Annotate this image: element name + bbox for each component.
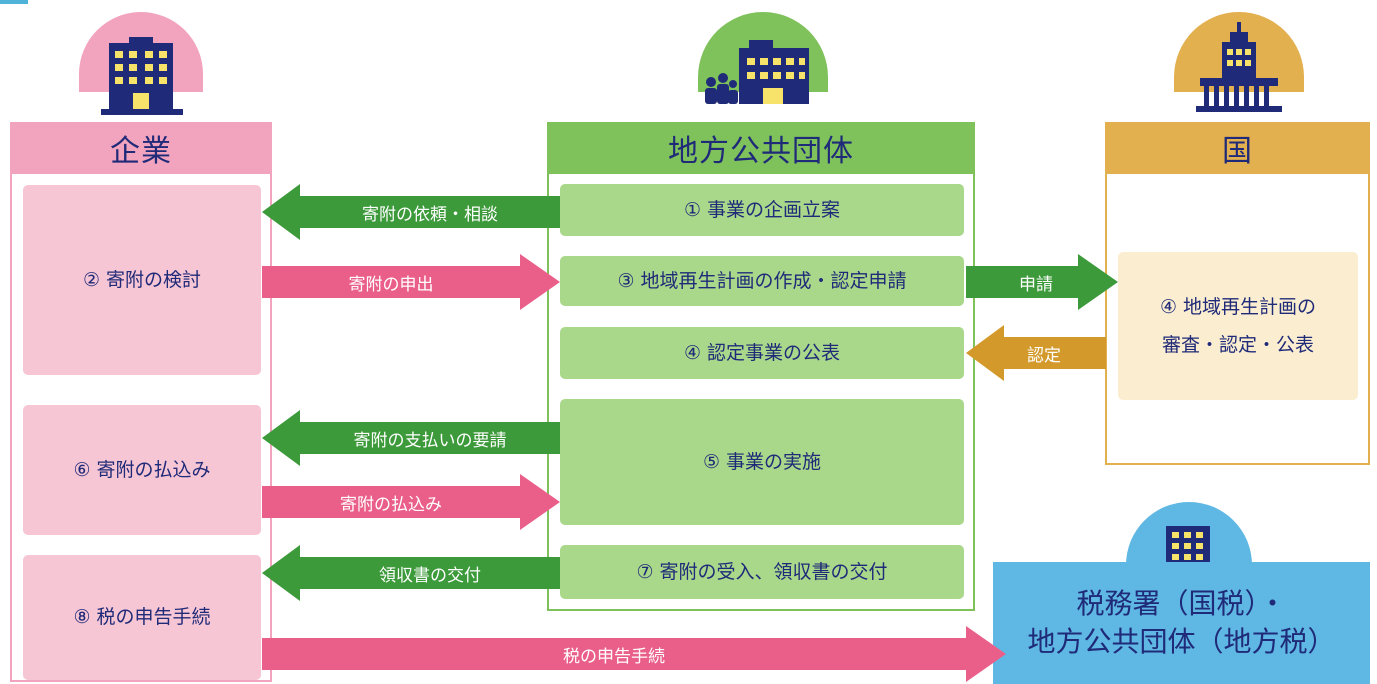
town-hall-with-people-icon [705, 40, 809, 104]
company-step-consider: ② 寄附の検討 [23, 185, 261, 375]
company-step-tax-filing: ⑧ 税の申告手続 [23, 555, 261, 680]
office-building-icon [101, 37, 183, 115]
local-step-receipt: ⑦ 寄附の受入、領収書の交付 [560, 545, 964, 599]
arrow-label-receipt: 領収書の交付 [379, 565, 481, 586]
nation-title: 国 [1105, 122, 1370, 174]
arrow-receipt [262, 545, 560, 601]
arrow-label-apply: 申請 [1019, 274, 1053, 295]
arrow-label-payment: 寄附の払込み [340, 494, 442, 515]
tax-office-box: 税務署（国税）・ 地方公共団体（地方税） [993, 562, 1370, 684]
nation-step-line2: 審査・認定・公表 [1161, 334, 1314, 356]
arrow-payment [262, 474, 560, 530]
arrow-payment-request [262, 410, 560, 466]
arrow-approve [966, 325, 1106, 381]
local-step-implementation: ⑤ 事業の実施 [560, 399, 964, 525]
local-step-publish: ④ 認定事業の公表 [560, 327, 964, 379]
local-title: 地方公共団体 [547, 122, 975, 174]
local-column [547, 174, 975, 611]
arrow-label-offer: 寄附の申出 [348, 274, 434, 295]
nation-step-review: ④ 地域再生計画の 審査・認定・公表 [1118, 252, 1358, 400]
arrow-label-request-consult: 寄附の依頼・相談 [362, 204, 498, 225]
tax-office-line2: 地方公共団体（地方税） [1027, 625, 1336, 658]
company-column [10, 174, 272, 682]
arrow-label-approve: 認定 [1027, 345, 1061, 366]
arrow-label-payment-request: 寄附の支払いの要請 [353, 430, 507, 451]
arrow-tax-filing [262, 626, 1006, 682]
company-step-payment: ⑥ 寄附の払込み [23, 405, 261, 535]
arrow-apply [966, 254, 1118, 310]
corner-accent [0, 0, 28, 4]
company-title: 企業 [10, 122, 272, 174]
nation-step-line1: ④ 地域再生計画の [1159, 295, 1317, 318]
government-building-icon [1196, 22, 1282, 112]
tax-office-line1: 税務署（国税）・ [1076, 587, 1287, 621]
arrow-offer [262, 254, 560, 310]
nation-column [1105, 174, 1370, 465]
arrow-label-tax-filing: 税の申告手続 [563, 646, 665, 667]
arrow-request-consult [262, 184, 560, 240]
local-step-plan-application: ③ 地域再生計画の作成・認定申請 [560, 256, 964, 306]
local-step-planning: ① 事業の企画立案 [560, 184, 964, 236]
